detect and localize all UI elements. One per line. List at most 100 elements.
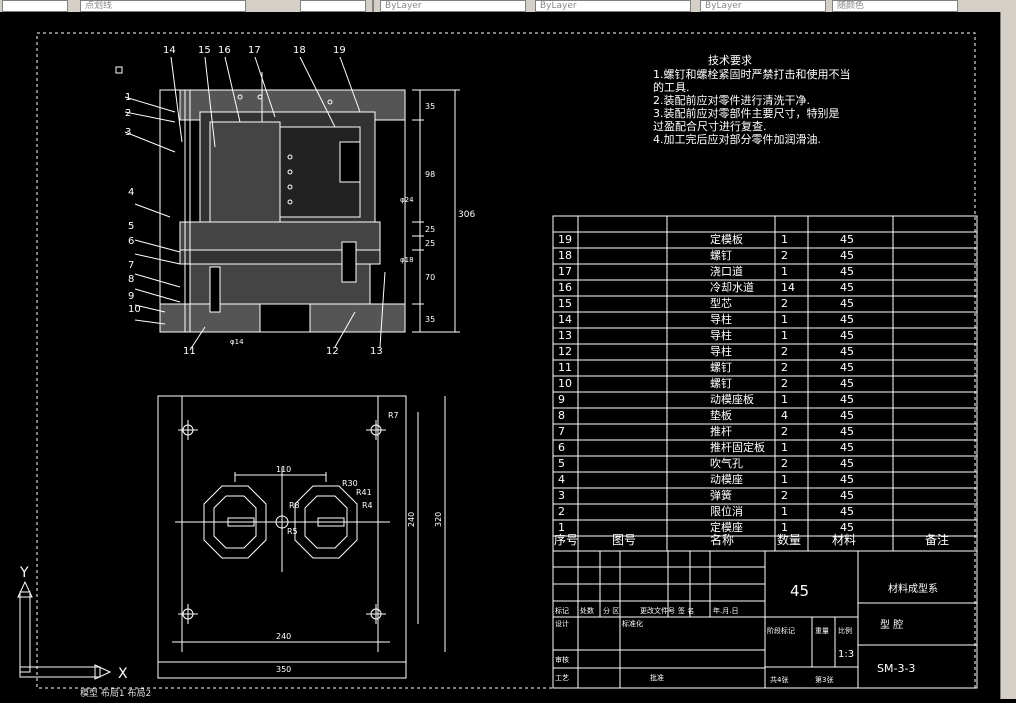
- bom-cell-mat: 45: [840, 425, 854, 438]
- toolbar-icons[interactable]: [300, 0, 366, 12]
- callout-15: 15: [198, 45, 211, 56]
- bom-cell-name: 螺钉: [710, 249, 732, 262]
- sheet-border: [36, 32, 976, 689]
- bom-cell-qty: 2: [781, 361, 788, 374]
- bom-cell-no: 8: [558, 409, 565, 422]
- tb-approve: 批准: [650, 673, 664, 682]
- callout-10: 10: [128, 304, 141, 315]
- dim-35-bottom: 35: [425, 315, 435, 324]
- tech-line-4: 3.装配前应对零部件主要尺寸，特别是: [653, 106, 840, 120]
- tb-phase: 阶段标记: [767, 626, 795, 635]
- callout-11: 11: [183, 346, 196, 357]
- dim-phi24: φ24: [400, 196, 414, 204]
- vertical-scrollbar[interactable]: [1000, 12, 1016, 699]
- color-dropdown[interactable]: [2, 0, 68, 12]
- callout-5: 5: [128, 221, 134, 232]
- title-block-labels: 标记 处数 分 区 更改文件号 签 名 年.月.日 设计 标准化 阶段标记 重量…: [555, 582, 938, 684]
- tb-review: 审核: [555, 655, 569, 664]
- bom-cell-no: 7: [558, 425, 565, 438]
- callout-13: 13: [370, 346, 383, 357]
- bom-cell-qty: 2: [781, 377, 788, 390]
- bom-cell-name: 定模板: [710, 232, 743, 246]
- bom-cell-no: 13: [558, 329, 572, 342]
- bom-cell-name: 限位消: [710, 504, 743, 518]
- bom-cell-mat: 45: [840, 441, 854, 454]
- dim-350-h: 350: [276, 665, 291, 674]
- bom-cell-mat: 45: [840, 345, 854, 358]
- callout-7: 7: [128, 260, 134, 271]
- bom-cell-mat: 45: [840, 457, 854, 470]
- tb-doc: 更改文件号: [640, 606, 675, 615]
- bom-cell-no: 10: [558, 377, 572, 390]
- bom-cell-no: 18: [558, 249, 572, 262]
- bom-cell-no: 17: [558, 265, 572, 278]
- tb-scale-label: 比例: [838, 626, 852, 635]
- bom-cell-no: 2: [558, 505, 565, 518]
- tb-std: 标准化: [622, 619, 643, 628]
- section-view: [124, 56, 460, 351]
- bom-cell-mat: 45: [840, 265, 854, 278]
- bom-header: 序号 图号 名称 数量 材料 备注: [554, 532, 949, 547]
- bom-cell-mat: 45: [840, 489, 854, 502]
- bom-cell-name: 垫板: [710, 408, 732, 422]
- bom-cell-name: 螺钉: [710, 361, 732, 374]
- dim-110: 110: [276, 465, 291, 474]
- bom-cell-qty: 2: [781, 345, 788, 358]
- bom-cell-mat: 45: [840, 393, 854, 406]
- callout-2: 2: [125, 108, 131, 119]
- bom-header-mat: 材料: [832, 533, 856, 547]
- dim-r4: R4: [362, 501, 373, 510]
- plan-view-labels: 110 R7 R30 R41 R4 R8 R5 240 320 240 350: [276, 411, 443, 674]
- bom-table: [552, 215, 978, 552]
- ucs-icon: [17, 580, 112, 680]
- bom-cell-name: 推杆固定板: [710, 440, 765, 454]
- bom-cell-mat: 45: [840, 377, 854, 390]
- tb-count: 处数: [580, 606, 594, 615]
- bom-cell-mat: 45: [840, 329, 854, 342]
- tech-line-5: 过盈配合尺寸进行复查.: [653, 119, 767, 133]
- bom-cell-mat: 45: [840, 473, 854, 486]
- bom-header-no: 序号: [554, 532, 578, 547]
- bom-cell-no: 14: [558, 313, 572, 326]
- callout-1: 1: [125, 92, 131, 103]
- bom-cell-no: 5: [558, 457, 565, 470]
- bom-cell-qty: 1: [781, 265, 788, 278]
- bom-cell-mat: 45: [840, 313, 854, 326]
- bom-cell-qty: 2: [781, 425, 788, 438]
- bom-header-name: 名称: [710, 532, 734, 547]
- bom-cell-name: 弹簧: [710, 488, 732, 502]
- linetype-dropdown[interactable]: 点划线: [80, 0, 246, 12]
- layer-dropdown[interactable]: ByLayer: [380, 0, 526, 12]
- tech-line-1: 1.螺钉和螺栓紧固时严禁打击和使用不当: [653, 67, 851, 81]
- tb-zone: 分 区: [603, 606, 619, 615]
- bom-cell-mat: 45: [840, 361, 854, 374]
- bom-header-qty: 数量: [777, 532, 801, 547]
- layout-tabs[interactable]: 模型 布局1 布局2: [80, 689, 152, 699]
- tb-date: 年.月.日: [713, 606, 738, 615]
- bom-cell-mat: 45: [840, 249, 854, 262]
- plotstyle-dropdown[interactable]: 随颜色: [832, 0, 958, 12]
- plan-view: [157, 395, 446, 679]
- drawing-canvas[interactable]: 14 15 16 17 18 19 1 2 3 4 5 6 7 8 9 10 1…: [0, 12, 1000, 699]
- callout-6: 6: [128, 236, 134, 247]
- tb-mark: 标记: [555, 606, 569, 615]
- bom-cell-mat: 45: [840, 281, 854, 294]
- bom-cell-mat: 45: [840, 297, 854, 310]
- bom-cell-name: 导柱: [710, 328, 732, 342]
- tb-process: 工艺: [555, 674, 569, 682]
- callout-12: 12: [326, 346, 339, 357]
- dim-25a: 25: [425, 225, 435, 234]
- bom-cell-qty: 1: [781, 473, 788, 486]
- linetype-bylayer-dropdown[interactable]: ByLayer: [535, 0, 691, 12]
- bom-header-note: 备注: [925, 532, 949, 547]
- bom-cell-name: 冷却水道: [710, 280, 754, 294]
- bom-cell-name: 吹气孔: [710, 456, 743, 470]
- tb-design: 设计: [555, 619, 569, 628]
- callout-3: 3: [125, 127, 131, 138]
- tech-title: 技术要求: [708, 54, 752, 67]
- lineweight-dropdown[interactable]: ByLayer: [700, 0, 826, 12]
- bom-cell-mat: 45: [840, 233, 854, 246]
- tech-line-6: 4.加工完后应对部分零件加润滑油.: [653, 132, 821, 146]
- callout-4: 4: [128, 187, 134, 198]
